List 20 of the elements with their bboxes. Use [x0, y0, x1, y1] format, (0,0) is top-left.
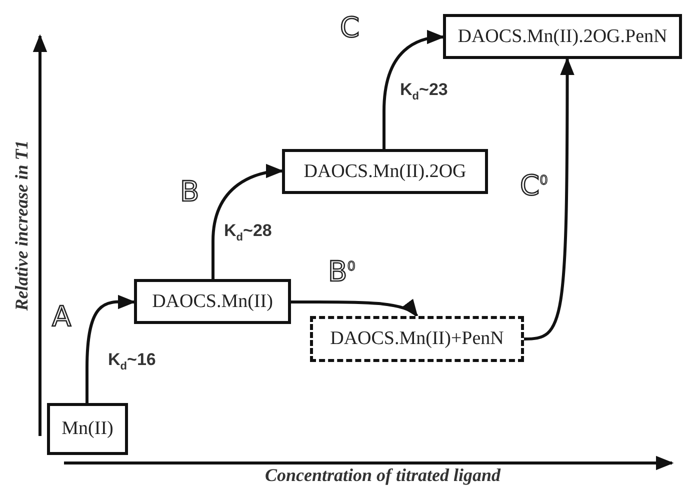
arrow: [86, 294, 136, 403]
complex-box: DAOCS.Mn(II).2OG: [282, 149, 488, 194]
dashed-box: DAOCS.Mn(II)+PenN: [310, 316, 524, 362]
complex-box: DAOCS.Mn(II).2OG.PenN: [443, 14, 682, 59]
complex-box: DAOCS.Mn(II): [134, 279, 291, 324]
complex-box: Mn(II): [47, 403, 128, 455]
arrow: [524, 57, 574, 340]
edge-label: A: [52, 303, 72, 331]
dissociation-constant: K$_{d}$~16: [108, 350, 156, 372]
edge-label: B: [180, 178, 200, 206]
edge-label: B$^{0}$: [328, 258, 356, 286]
dissociation-constant: K$_{d}$~23: [400, 80, 448, 102]
axis-title: Concentration of titrated ligand: [265, 465, 501, 486]
axis-title: Relative increase in T1: [12, 139, 32, 313]
arrow: [382, 30, 445, 149]
arrow: [212, 164, 284, 279]
dissociation-constant: K$_{d}$~28: [224, 221, 272, 244]
edge-label: C$^{0}$: [520, 172, 548, 200]
arrow: [291, 300, 418, 318]
edge-label: C: [340, 14, 360, 42]
